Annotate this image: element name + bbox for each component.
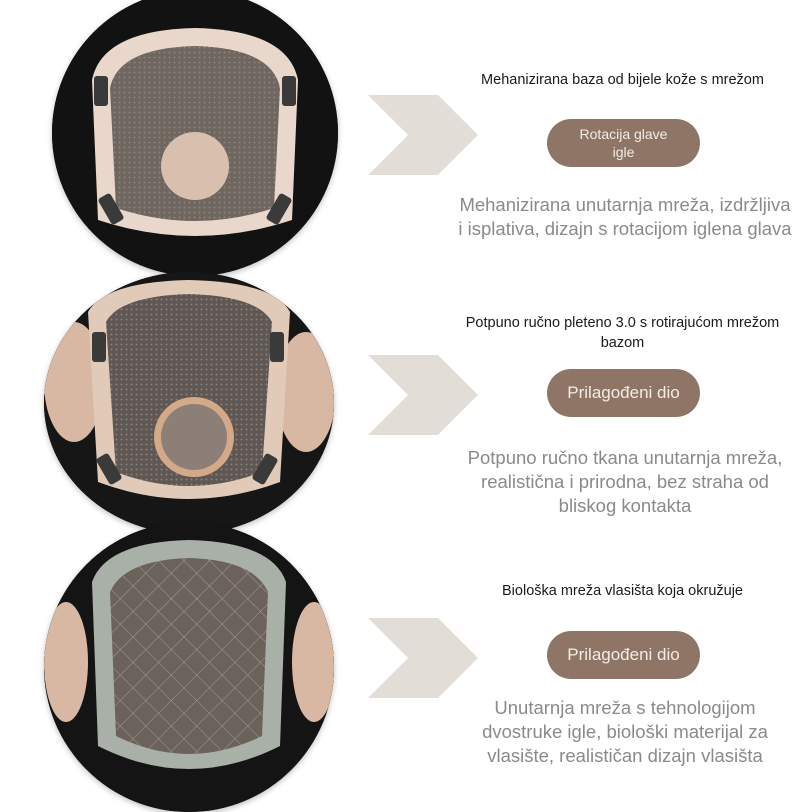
row-2-badge: Prilagođeni dio [547, 369, 700, 417]
arrow-right-icon [368, 355, 478, 435]
product-photo-3 [44, 522, 334, 812]
row-1-description: Mehanizirana unutarnja mreža, izdržljiva… [458, 194, 792, 239]
row-1-title: Mehanizirana baza od bijele kože s mrežo… [481, 72, 764, 88]
row-3-badge: Prilagođeni dio [547, 631, 700, 679]
product-photo-1 [52, 0, 338, 276]
arrow-right-icon [368, 95, 478, 175]
row-3-description: Unutarnja mreža s tehnologijom dvostruke… [482, 697, 768, 766]
product-photo-2 [44, 272, 334, 534]
row-2-description: Potpuno ručno tkana unutarnja mreža, rea… [467, 447, 783, 516]
row-1-badge: Rotacija glave igle [547, 119, 700, 167]
row-2-title: Potpuno ručno pleteno 3.0 s rotirajućom … [465, 315, 780, 351]
row-3-title: Biološka mreža vlasišta koja okružuje [502, 583, 743, 599]
arrow-right-icon [368, 618, 478, 698]
